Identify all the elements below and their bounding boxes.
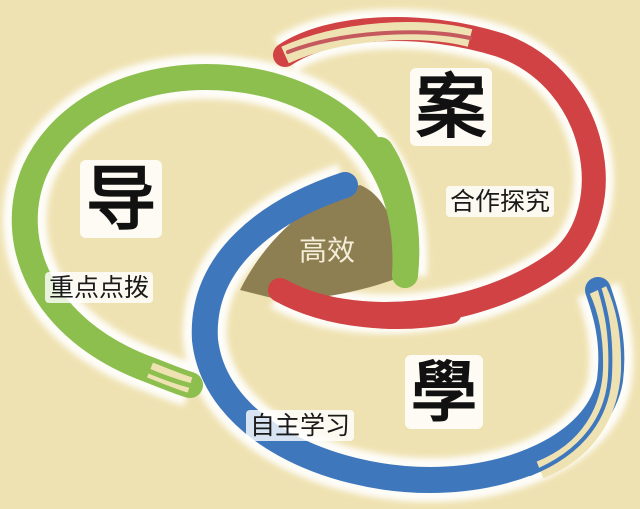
node-title-an: 案 <box>410 68 492 146</box>
node-subtitle-dao: 重点点拨 <box>45 272 154 303</box>
node-title-xue: 學 <box>405 355 483 429</box>
node-subtitle-an: 合作探究 <box>446 186 555 217</box>
center-triangle <box>240 185 405 300</box>
node-subtitle-xue: 自主学习 <box>246 410 355 441</box>
node-title-dao: 导 <box>80 160 162 238</box>
center-label: 高效 <box>299 234 356 267</box>
